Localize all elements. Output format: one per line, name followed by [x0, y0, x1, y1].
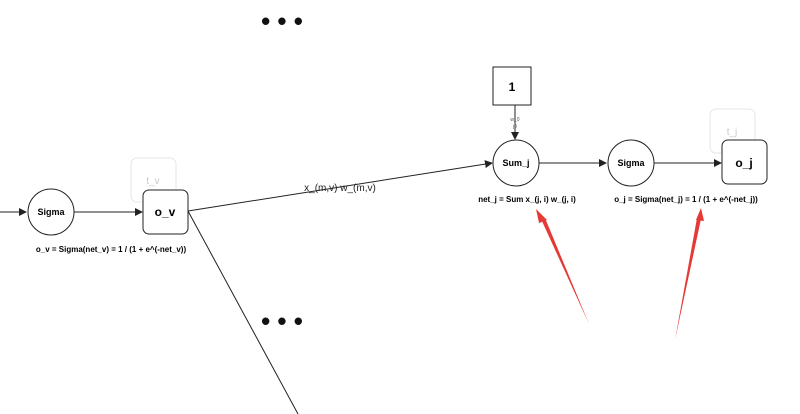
o-j-label: o_j — [735, 156, 752, 170]
bias-label: 1 — [509, 80, 516, 94]
bias-weight-bottom: j0 — [512, 124, 517, 130]
ellipsis-bottom: • • • — [261, 306, 303, 336]
o-j-box — [721, 139, 768, 185]
annotation-arrow-net-j — [536, 209, 589, 324]
o-v-label: o_v — [155, 205, 176, 219]
bias-box — [492, 66, 532, 106]
annotation-arrow-o-j — [675, 208, 704, 340]
edge-o-v-down — [187, 210, 299, 414]
ghost-label-t-j: t_j — [727, 127, 738, 138]
sum-j-label: Sum_j — [502, 158, 529, 168]
formula-o-v: o_v = Sigma(net_v) = 1 / (1 + e^(-net_v)… — [36, 245, 187, 254]
ghost-label-t-v: t_v — [146, 176, 159, 187]
sigma-right-label: Sigma — [617, 158, 645, 168]
formula-o-j: o_j = Sigma(net_j) = 1 / (1 + e^(-net_j)… — [614, 195, 758, 204]
formula-net-j: net_j = Sum x_(j, i) w_(j, i) — [478, 195, 576, 204]
edge-weight-label: x_(m,v) w_(m,v) — [304, 183, 376, 194]
sigma-left-label: Sigma — [37, 207, 65, 217]
ellipsis-top: • • • — [261, 6, 303, 36]
bias-weight-top: w_0 — [510, 117, 519, 123]
edge-o-v-to-sum-j — [187, 160, 493, 212]
